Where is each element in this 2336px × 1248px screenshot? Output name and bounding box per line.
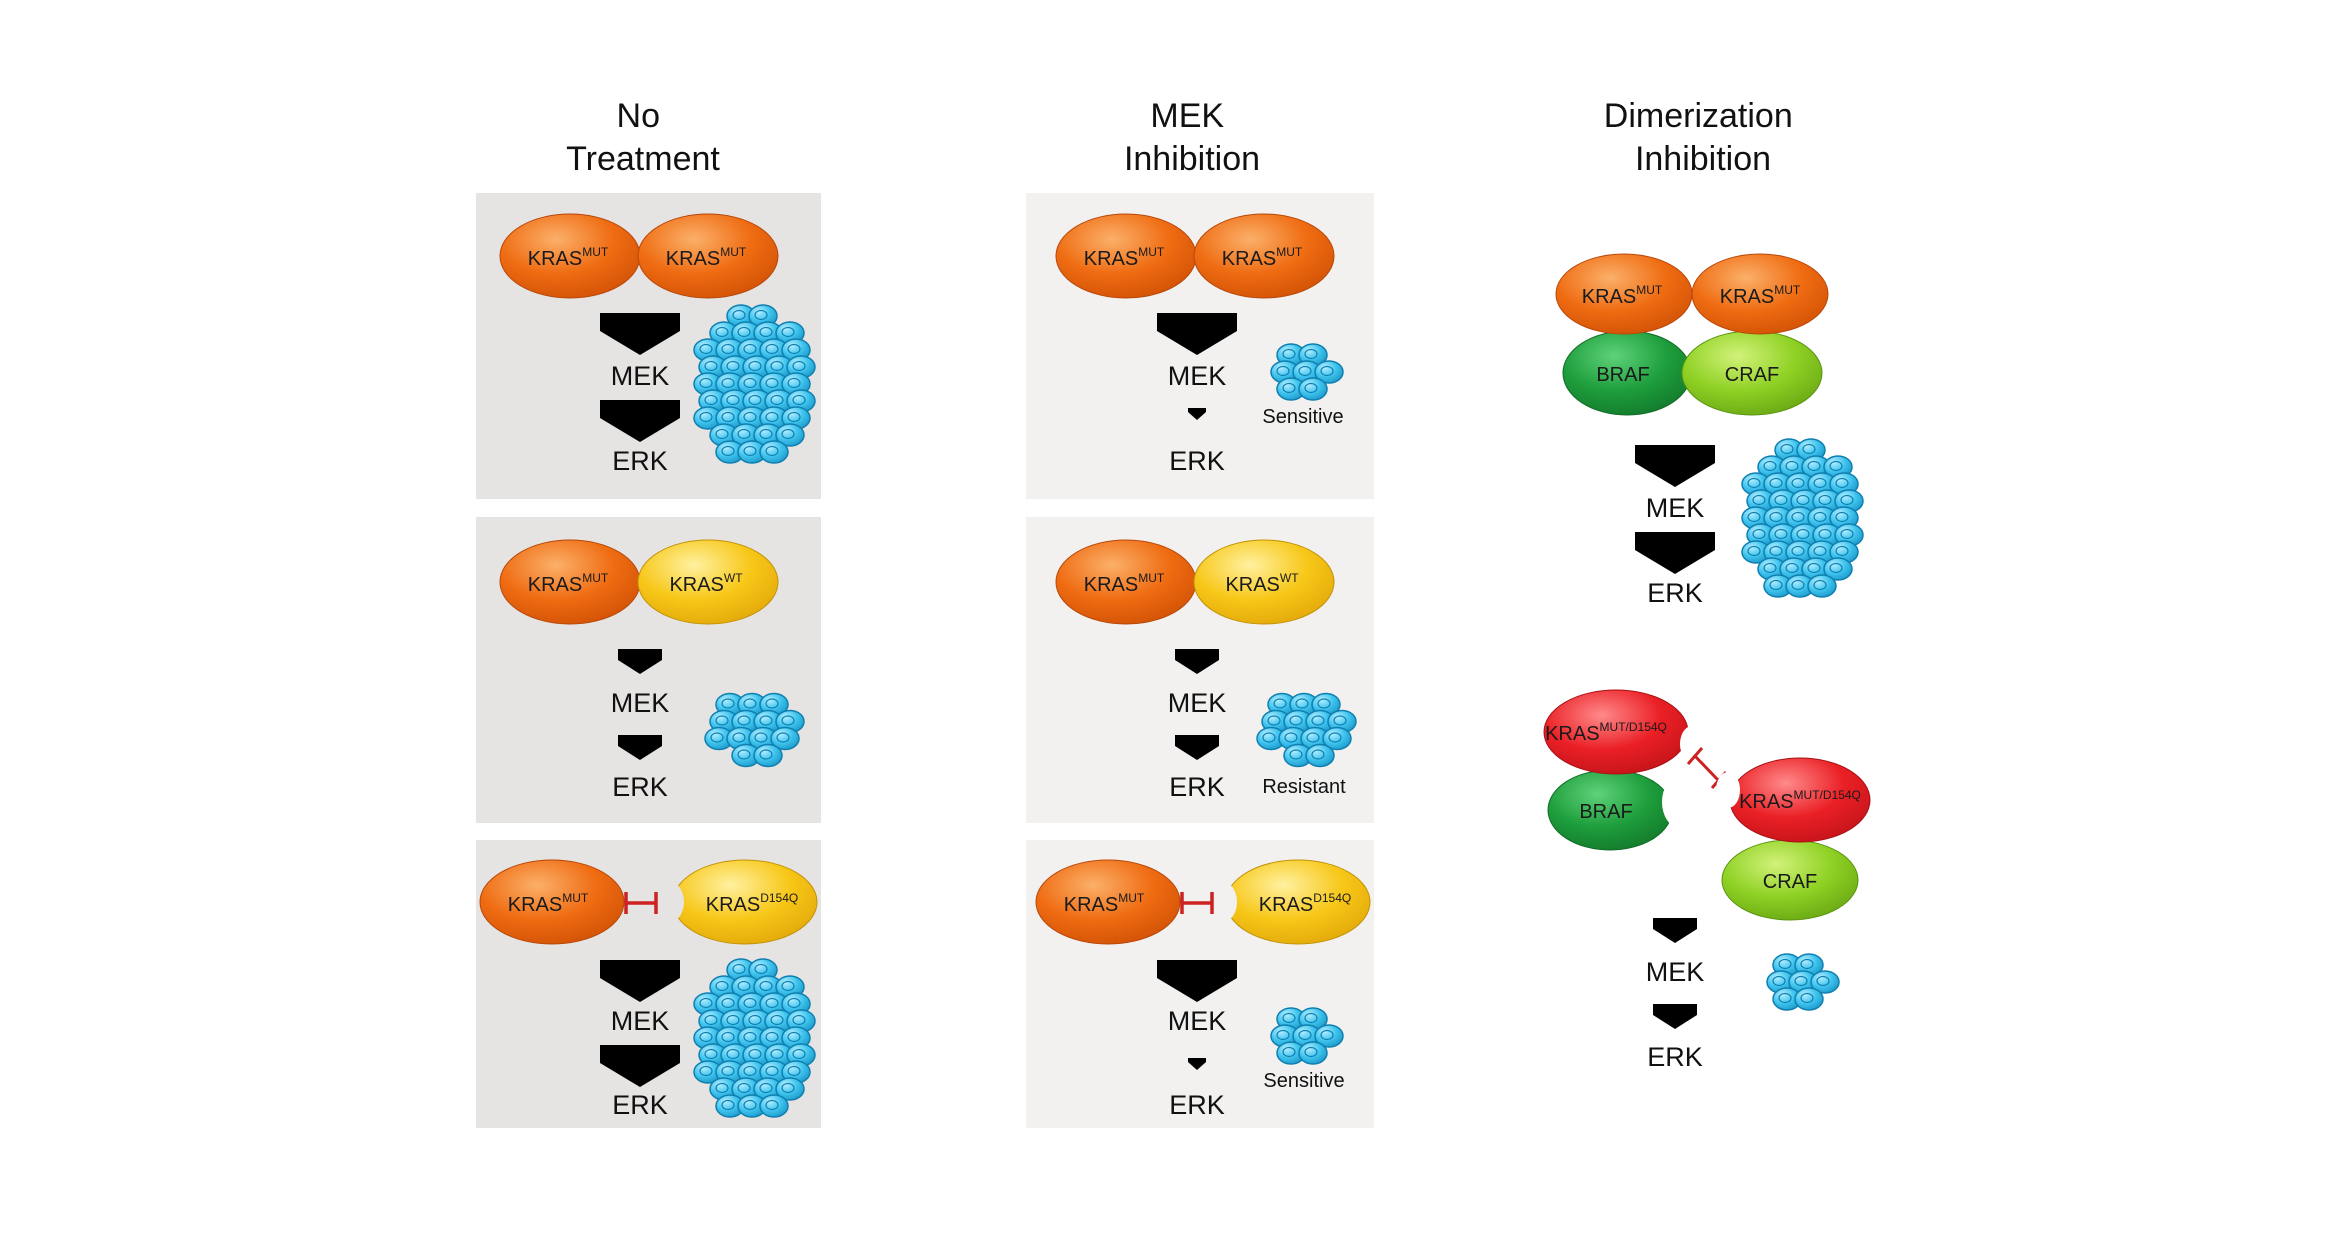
mek-label: MEK — [1646, 493, 1705, 523]
kras-mut-d154q-right: KRASMUT/D154Q — [1716, 757, 1871, 843]
erk-label: ERK — [1647, 578, 1703, 608]
kras-mut-wt-dimer: KRASMUT KRASWT — [499, 539, 779, 625]
braf-craf-dimer: BRAF CRAF — [1562, 330, 1823, 416]
small-arrow — [618, 735, 662, 760]
large-cell-cluster — [693, 958, 816, 1118]
small-arrow — [1175, 649, 1219, 674]
small-arrow — [618, 649, 662, 674]
large-cell-cluster — [1741, 438, 1864, 598]
large-arrow — [600, 400, 680, 442]
large-arrow — [1157, 960, 1237, 1002]
mek-label: MEK — [611, 688, 670, 718]
large-cell-cluster — [693, 304, 816, 464]
kras-mut-label: KRASMUT — [1084, 571, 1165, 596]
braf-label: BRAF — [1596, 364, 1649, 386]
outcome-sensitive: Sensitive — [1263, 1070, 1344, 1092]
mek-label: MEK — [1168, 361, 1227, 391]
kras-mut-label: KRASMUT — [1084, 245, 1165, 270]
outcome-resistant: Resistant — [1262, 776, 1346, 798]
small-arrow — [1653, 918, 1697, 943]
large-arrow — [600, 960, 680, 1002]
kras-mut-label: KRASMUT — [1582, 283, 1663, 308]
erk-label: ERK — [612, 446, 668, 476]
kras-d154q-label: KRASD154Q — [706, 891, 799, 916]
small-arrow — [1653, 1004, 1697, 1029]
tiny-arrow — [1188, 1058, 1206, 1070]
inhibition-symbol — [624, 892, 658, 914]
kras-mut-mut-dimer: KRASMUT KRASMUT — [1055, 213, 1335, 299]
mek-label: MEK — [1168, 688, 1227, 718]
braf-monomer: BRAF — [1547, 769, 1698, 851]
small-cell-cluster — [1766, 953, 1840, 1011]
mek-label: MEK — [611, 361, 670, 391]
small-arrow — [1175, 735, 1219, 760]
erk-label: ERK — [1169, 1090, 1225, 1120]
kras-mut-label: KRASMUT — [1222, 245, 1303, 270]
kras-wt-label: KRASWT — [1225, 571, 1299, 596]
kras-mut-label: KRASMUT — [508, 891, 589, 916]
mek-label: MEK — [1646, 957, 1705, 987]
erk-label: ERK — [612, 1090, 668, 1120]
kras-mut-mut-dimer: KRASMUT KRASMUT — [1555, 253, 1829, 335]
kras-mut-label: KRASMUT — [666, 245, 747, 270]
kras-mut-d154q-label: KRASMUT/D154Q — [1739, 788, 1861, 813]
kras-mut-label: KRASMUT — [528, 571, 609, 596]
craf-monomer: CRAF — [1721, 839, 1859, 921]
mek-label: MEK — [611, 1006, 670, 1036]
kras-mut-d154q-label: KRASMUT/D154Q — [1545, 720, 1667, 745]
craf-label: CRAF — [1725, 364, 1779, 386]
erk-label: ERK — [1169, 446, 1225, 476]
large-arrow — [600, 1045, 680, 1087]
large-arrow — [600, 313, 680, 355]
kras-mut-label: KRASMUT — [1720, 283, 1801, 308]
column-title-mek-inhibition: MEK Inhibition — [1124, 97, 1260, 178]
braf-label: BRAF — [1579, 801, 1632, 823]
erk-label: ERK — [1169, 772, 1225, 802]
outcome-sensitive: Sensitive — [1262, 406, 1343, 428]
large-arrow — [1635, 445, 1715, 487]
column-title-no-treatment: No Treatment — [566, 97, 720, 178]
kras-mut-mut-dimer: KRASMUT KRASMUT — [499, 213, 779, 299]
tiny-arrow — [1188, 408, 1206, 420]
large-arrow — [1157, 313, 1237, 355]
large-arrow — [1635, 532, 1715, 574]
inhibition-symbol — [1180, 892, 1214, 914]
erk-label: ERK — [612, 772, 668, 802]
column-title-dimerization-inhibition: Dimerization Inhibition — [1604, 97, 1802, 178]
kras-mut-d154q-pair: KRASMUT KRASD154Q — [1035, 859, 1371, 945]
kras-mut-wt-dimer: KRASMUT KRASWT — [1055, 539, 1335, 625]
erk-label: ERK — [1647, 1042, 1703, 1072]
craf-label: CRAF — [1763, 871, 1817, 893]
kras-mut-label: KRASMUT — [528, 245, 609, 270]
kras-mut-d154q-pair: KRASMUT KRASD154Q — [479, 859, 818, 945]
kras-d154q-label: KRASD154Q — [1259, 891, 1352, 916]
kras-wt-label: KRASWT — [669, 571, 743, 596]
kras-mut-d154q-left: KRASMUT/D154Q — [1543, 689, 1704, 775]
mek-label: MEK — [1168, 1006, 1227, 1036]
kras-mut-label: KRASMUT — [1064, 891, 1145, 916]
